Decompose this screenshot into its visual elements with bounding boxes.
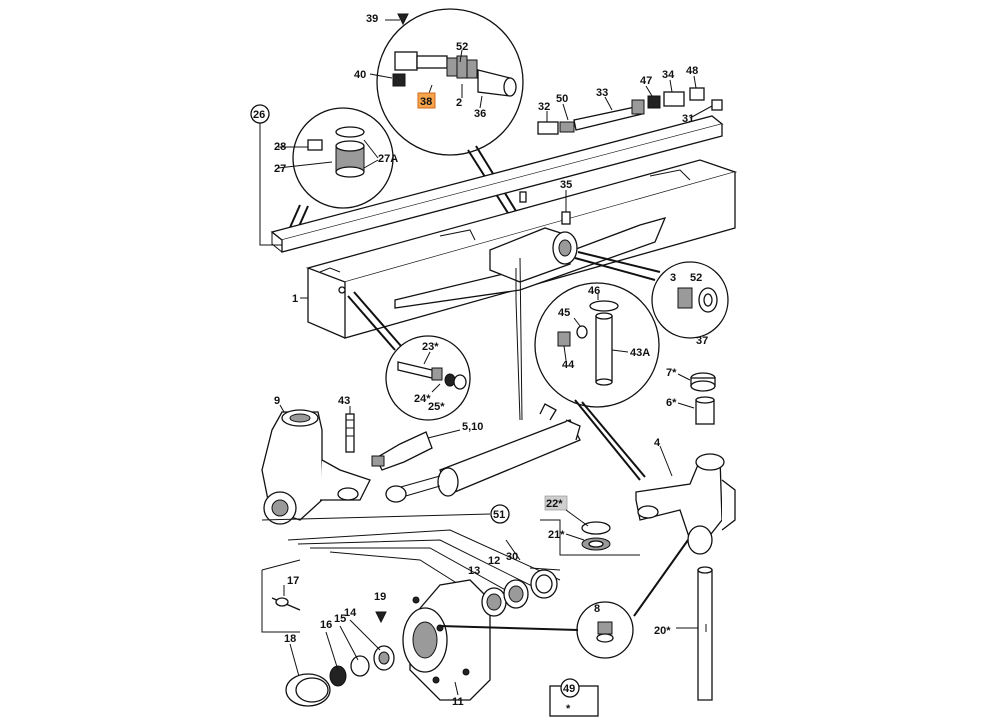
callout-23: 23* xyxy=(422,341,439,353)
callout-22: 22* xyxy=(546,498,563,510)
callout-46: 46 xyxy=(588,285,600,297)
upper-beam xyxy=(270,115,724,253)
washers-22-21: 22* 21* xyxy=(540,495,640,556)
arrow-19-marker xyxy=(375,611,387,624)
axle-beam: 1 35 xyxy=(292,159,738,421)
callout-13: 13 xyxy=(468,565,480,577)
callout-35: 35 xyxy=(560,179,572,191)
callout-24: 24* xyxy=(414,393,431,405)
steering-cylinder: 5,10 xyxy=(371,403,581,503)
callout-38: 38 xyxy=(420,96,432,108)
callout-9: 9 xyxy=(274,395,280,407)
tie-rod-assembly: 32 50 33 47 34 48 31 xyxy=(537,65,723,135)
detail-circle-8: 8 xyxy=(439,539,689,659)
callout-20: 20* xyxy=(654,625,671,637)
callout-39: 39 xyxy=(366,13,378,25)
callout-14: 14 xyxy=(344,607,357,619)
callout-32: 32 xyxy=(538,101,550,113)
king-pin-20: 20* xyxy=(654,566,713,701)
wheel-hub: 11 19 14 15 16 xyxy=(320,569,558,708)
callout-17: 17 xyxy=(287,575,299,587)
callout-21: 21* xyxy=(548,529,565,541)
bushings-right: 7* 6* xyxy=(666,367,716,425)
callout-2: 2 xyxy=(456,97,462,109)
callout-27: 27 xyxy=(274,163,286,175)
steering-knuckle-right: 4 xyxy=(635,437,736,555)
callout-25: 25* xyxy=(428,401,445,413)
callout-3: 3 xyxy=(670,272,676,284)
circle-51-marker xyxy=(490,504,510,524)
callout-50: 50 xyxy=(556,93,568,105)
callout-43: 43 xyxy=(338,395,350,407)
callout-1: 1 xyxy=(292,293,298,305)
detail-circle-right: 3 52 37 xyxy=(574,251,729,347)
callout-34: 34 xyxy=(662,69,675,81)
callout-19: 19 xyxy=(374,591,386,603)
callout-6: 6* xyxy=(666,397,677,409)
callout-18: 18 xyxy=(284,633,296,645)
callout-15: 15 xyxy=(334,613,346,625)
callout-47: 47 xyxy=(640,75,652,87)
callout-30: 30 xyxy=(506,551,518,563)
callout-43A: 43A xyxy=(630,347,650,359)
legend-box-49: 49 * xyxy=(549,678,599,717)
arrow-39-marker xyxy=(397,13,409,26)
callout-49: 49 xyxy=(563,683,575,695)
callout-12: 12 xyxy=(488,555,500,567)
callout-star: * xyxy=(566,703,571,715)
highlight-22 xyxy=(544,495,568,511)
callout-37: 37 xyxy=(696,335,708,347)
callout-28: 28 xyxy=(274,141,286,153)
detail-circle-bolt: 23* 24* 25* xyxy=(347,291,471,421)
detail-circle-pin: 46 45 44 43A xyxy=(534,282,660,481)
highlight-38 xyxy=(417,92,436,109)
callout-52: 52 xyxy=(456,41,468,53)
callout-4: 4 xyxy=(654,437,661,449)
block-40 xyxy=(392,73,406,87)
callout-16: 16 xyxy=(320,619,332,631)
callout-48: 48 xyxy=(686,65,698,77)
detail-circle-left: 26 28 27A 27 xyxy=(250,104,398,246)
callout-11: 11 xyxy=(452,696,464,708)
callout-40: 40 xyxy=(354,69,366,81)
callout-26: 26 xyxy=(253,109,265,121)
callout-5-10: 5,10 xyxy=(462,421,483,433)
callout-51: 51 xyxy=(493,509,505,521)
detail-circle-top: 39 40 52 38 2 36 xyxy=(354,8,528,233)
callout-45: 45 xyxy=(558,307,570,319)
callout-27A: 27A xyxy=(378,153,398,165)
bracket-51: 51 30 12 13 xyxy=(261,504,561,605)
callout-36: 36 xyxy=(474,108,486,120)
callout-44: 44 xyxy=(562,359,575,371)
steering-knuckle-left: 9 43 xyxy=(261,395,371,525)
callout-33: 33 xyxy=(596,87,608,99)
bracket-17-18: 17 18 xyxy=(261,559,331,707)
callout-8: 8 xyxy=(594,603,600,615)
callout-7: 7* xyxy=(666,367,677,379)
callout-52b: 52 xyxy=(690,272,702,284)
